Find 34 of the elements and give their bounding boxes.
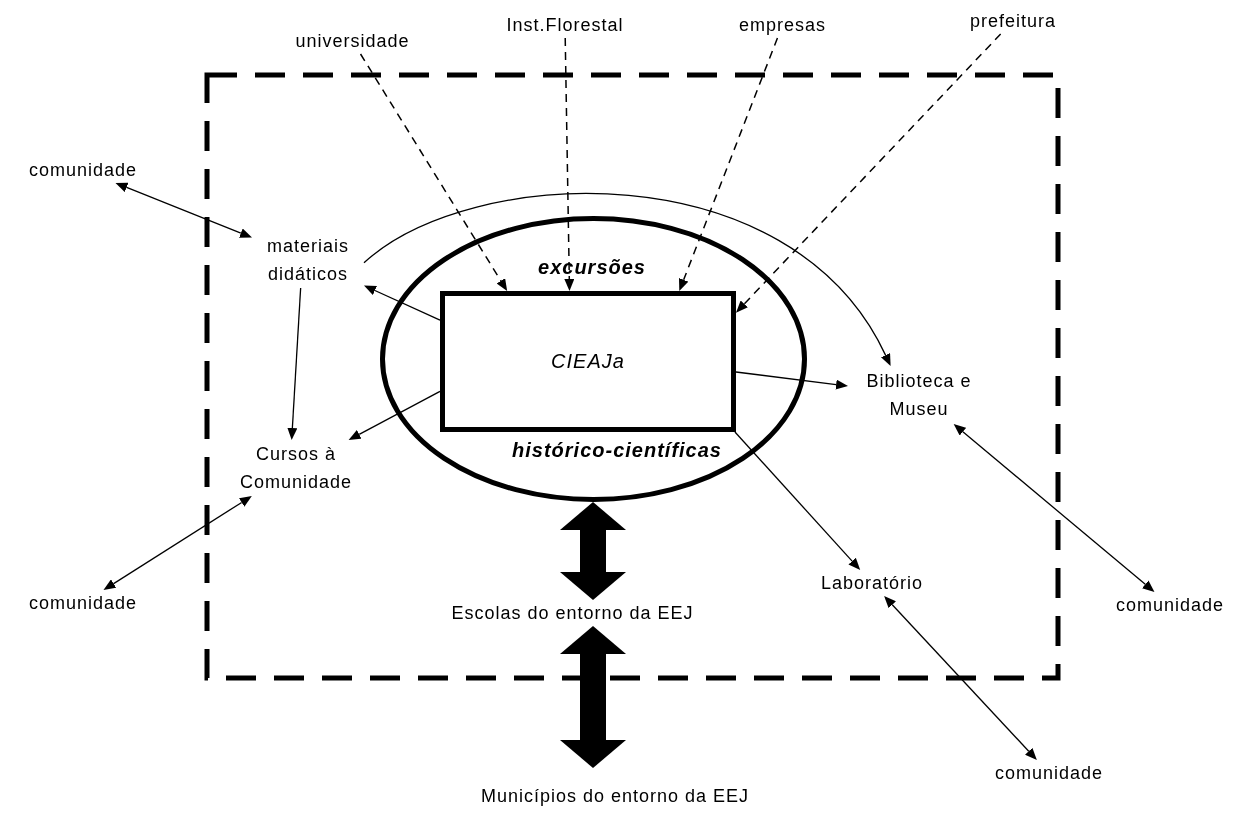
- arrow: [735, 371, 848, 390]
- arrow: [953, 424, 1155, 592]
- node-label: Cursos à Comunidade: [220, 440, 372, 496]
- block-arrow: [560, 502, 626, 600]
- center-box: [440, 291, 736, 432]
- ellipse-label: histórico-científicas: [512, 438, 722, 462]
- node-label: materiais didáticos: [252, 232, 364, 288]
- arrow: [884, 596, 1037, 760]
- ellipse-label: excursões: [538, 255, 646, 279]
- center-label: CIEAJa: [551, 350, 625, 373]
- arrow: [348, 390, 441, 440]
- node-label: comunidade: [975, 760, 1123, 786]
- node-label: universidade: [280, 28, 425, 54]
- arrow: [679, 37, 779, 291]
- node-label: Municípios do entorno da EEJ: [470, 768, 760, 824]
- arrow: [287, 287, 302, 440]
- arrow: [734, 431, 861, 570]
- arrow: [736, 33, 1002, 313]
- node-label: comunidade: [8, 590, 158, 616]
- node-label: comunidade: [1096, 592, 1244, 618]
- arrow: [103, 496, 252, 590]
- node-label: empresas: [725, 12, 840, 38]
- node-label: Inst.Florestal: [490, 12, 640, 38]
- node-label: Biblioteca e Museu: [848, 366, 990, 424]
- block-arrow: [560, 626, 626, 768]
- arrow: [363, 192, 892, 366]
- arrow: [564, 37, 575, 291]
- arrow: [115, 182, 252, 238]
- node-label: prefeitura: [958, 8, 1068, 34]
- node-label: Escolas do entorno da EEJ: [410, 600, 735, 626]
- node-label: Laboratório: [808, 570, 936, 596]
- arrow: [364, 285, 441, 321]
- node-label: comunidade: [8, 157, 158, 183]
- arrow: [359, 53, 508, 291]
